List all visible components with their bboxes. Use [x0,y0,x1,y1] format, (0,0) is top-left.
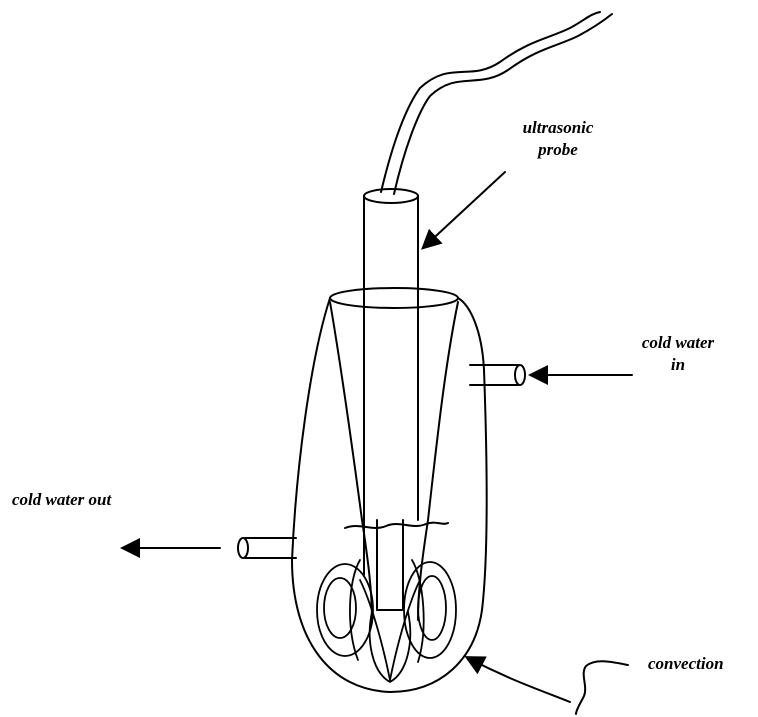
cold-water-in-label-line2: in [618,354,738,376]
cooling-jacket [292,288,487,692]
probe-arrow [424,172,505,247]
ultrasonic-probe-label-line1: ultrasonic [503,117,613,139]
convection-loops [317,560,456,682]
cold-water-in-label-line1: cold water [618,332,738,354]
ultrasonic-probe [364,189,418,610]
cold-water-in-label: cold water in [618,332,738,376]
convection-label: convection [648,653,724,675]
probe-cable [381,12,612,194]
ultrasonic-probe-label: ultrasonic probe [503,117,613,161]
cold-water-out-label: cold water out [12,489,111,511]
ultrasonic-probe-label-line2: probe [503,139,613,161]
water-outlet-pipe [238,538,296,558]
convection-squiggle [576,661,628,714]
water-inlet-pipe [470,365,525,385]
inner-vessel [330,302,458,620]
convection-arrow [468,658,570,702]
